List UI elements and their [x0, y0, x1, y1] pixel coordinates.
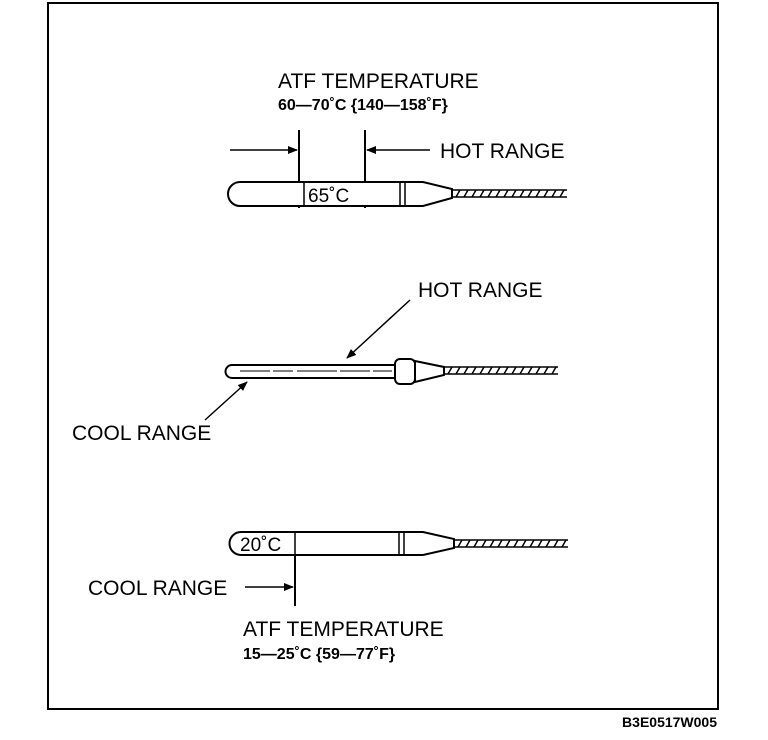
- figure-border: [47, 2, 719, 710]
- middle-hot-arrow: [346, 299, 411, 359]
- figure-code: B3E0517W005: [622, 714, 717, 730]
- top-dipstick: ATF TEMPERATURE 60—70˚C {140—158˚F} HOT …: [227, 70, 567, 208]
- bottom-atf-title: ATF TEMPERATURE: [243, 618, 444, 641]
- bottom-dipstick: 20˚C COOL RANGE ATF TEMPERATURE 15—25˚C …: [88, 531, 568, 663]
- middle-dipstick: HOT RANGE COOL RANGE: [72, 279, 558, 445]
- top-hot-range-label: HOT RANGE: [440, 140, 564, 163]
- bottom-atf-range: 15—25˚C {59—77˚F}: [243, 646, 395, 663]
- middle-hot-range-label: HOT RANGE: [418, 279, 542, 302]
- top-dipstick-body: [227, 181, 453, 207]
- middle-dipstick-taper: [414, 359, 445, 384]
- top-atf-range: 60—70˚C {140—158˚F}: [278, 97, 448, 114]
- middle-dipstick-cable: [444, 366, 558, 375]
- middle-cool-arrow: [204, 381, 248, 421]
- bottom-dipstick-body: [228, 531, 455, 556]
- top-atf-title: ATF TEMPERATURE: [278, 70, 479, 93]
- bottom-cool-range-label: COOL RANGE: [88, 577, 227, 600]
- middle-dipstick-collar: [394, 358, 416, 385]
- bottom-dipstick-cable: [454, 539, 568, 548]
- top-dipstick-cable: [452, 189, 567, 198]
- bottom-reading: 20˚C: [240, 535, 281, 556]
- top-reading: 65˚C: [308, 186, 349, 207]
- middle-cool-range-label: COOL RANGE: [72, 422, 211, 445]
